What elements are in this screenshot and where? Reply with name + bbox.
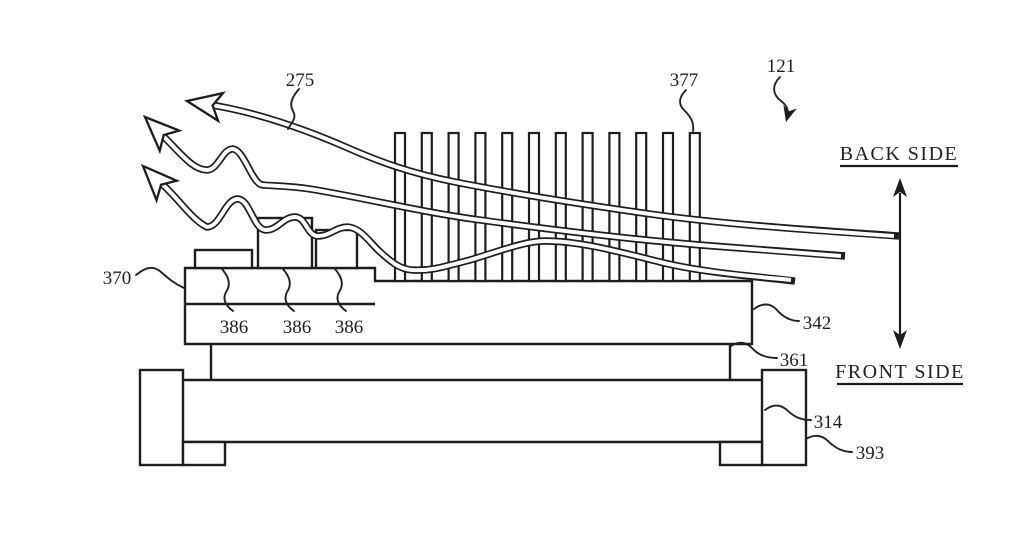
leader-377 <box>679 89 695 132</box>
ref-label-386-2: 386 <box>283 317 312 338</box>
middle-layer <box>209 344 732 380</box>
flow-shaft <box>204 100 900 240</box>
fin <box>635 131 648 283</box>
back-side-label-group: BACK SIDE <box>840 143 959 168</box>
ref-label-361: 361 <box>780 350 809 371</box>
ref-label-386-1: 386 <box>220 317 249 338</box>
leader-386-1 <box>221 268 234 312</box>
leader-314 <box>764 404 812 421</box>
ref-label-342: 342 <box>803 313 832 334</box>
leader-275 <box>287 88 300 130</box>
front-side-label: FRONT SIDE <box>835 361 965 383</box>
ref-label-393: 393 <box>856 443 885 464</box>
flow-shaft-core <box>158 131 842 258</box>
ref-label-314: 314 <box>814 412 843 433</box>
fin <box>501 131 514 283</box>
component-block-1 <box>193 248 254 270</box>
pointer-121-head <box>783 104 797 122</box>
fin <box>688 131 701 283</box>
ref-label-121: 121 <box>767 56 796 77</box>
leader-393 <box>805 434 853 453</box>
back-side-label: BACK SIDE <box>840 143 959 165</box>
ref-label-386-3: 386 <box>335 317 364 338</box>
left-foot <box>181 440 227 467</box>
component-block-3 <box>314 228 359 270</box>
fin <box>554 131 567 283</box>
arrow-up-head <box>893 178 907 197</box>
left-leg <box>138 368 185 467</box>
leader-370 <box>135 266 185 289</box>
flow-arrowhead <box>184 91 226 124</box>
leader-361 <box>730 341 778 359</box>
flow-shaft-core <box>158 180 792 282</box>
fin <box>661 131 675 283</box>
leader-342 <box>753 303 800 322</box>
heat-flow-arrow-3 <box>140 163 796 285</box>
pointer-121 <box>773 76 797 122</box>
flow-arrowhead <box>140 163 181 204</box>
fin <box>447 131 460 283</box>
ref-label-370: 370 <box>103 268 132 289</box>
leader-386-3 <box>334 268 347 312</box>
heat-sink-base-plate <box>183 266 754 346</box>
circuit-board <box>183 378 762 444</box>
fin <box>527 131 541 283</box>
right-foot <box>718 440 764 467</box>
orientation-double-arrow <box>893 178 907 349</box>
arrow-down-head <box>893 330 907 349</box>
fin <box>474 131 487 283</box>
heat-flow-arrow-1 <box>184 91 900 240</box>
flow-arrowhead <box>142 114 183 155</box>
leader-386-2 <box>282 268 295 312</box>
flow-shaft-core <box>204 102 895 238</box>
heat-flow-arrow-2 <box>142 114 846 260</box>
front-side-label-group: FRONT SIDE <box>835 361 965 386</box>
ref-label-377: 377 <box>670 70 699 91</box>
ref-label-275: 275 <box>286 70 315 91</box>
